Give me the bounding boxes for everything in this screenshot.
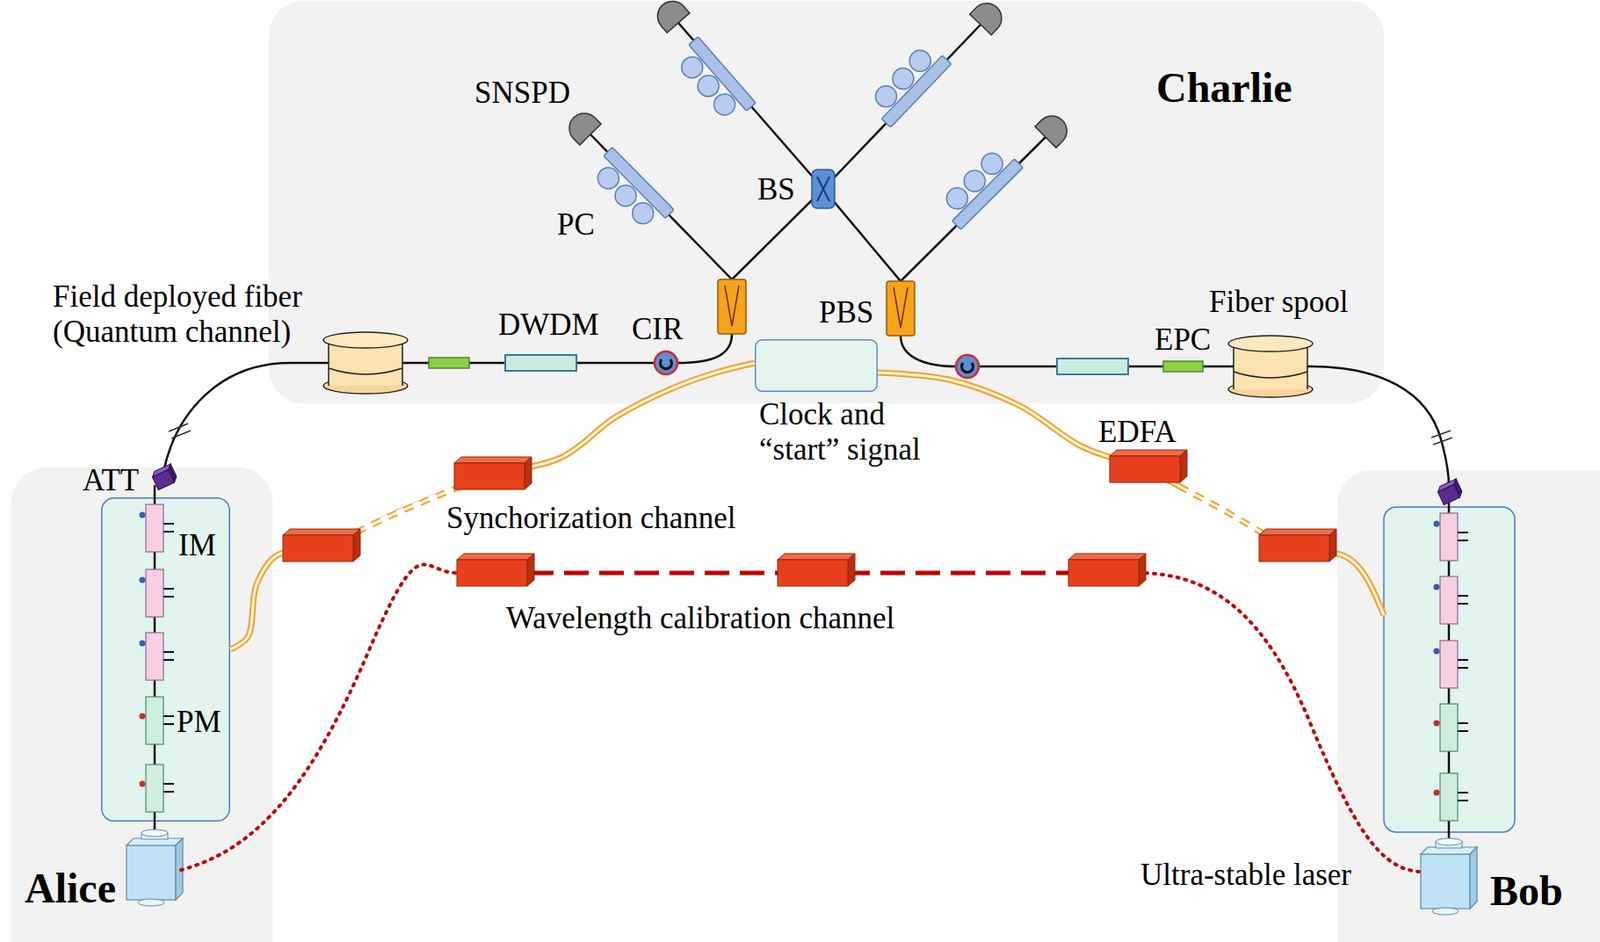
alice-panel-outline xyxy=(11,467,274,942)
break-mark xyxy=(1431,430,1453,445)
circulator-symbol xyxy=(955,354,979,378)
alice-panel: Alice IM PM xyxy=(10,466,274,942)
component-label-holder: EPC xyxy=(1154,322,1211,358)
component-label-holder: CIR xyxy=(631,311,683,348)
modulator-label-holder: IM xyxy=(178,528,217,564)
component-label: EPC xyxy=(1154,322,1211,357)
component-label: DWDM xyxy=(498,307,600,342)
break-mark xyxy=(168,423,191,439)
charlie-panel-outline xyxy=(268,0,1385,405)
panel-title: Bob xyxy=(1490,866,1564,915)
edfa-box xyxy=(1109,449,1188,483)
clock-label-holder: Clock and “start” signal xyxy=(759,397,946,469)
edfa-box xyxy=(282,528,361,562)
intensity-modulator xyxy=(1433,640,1470,688)
channel-label: Synchorization channel xyxy=(446,500,736,536)
phase-modulator xyxy=(1433,773,1470,821)
panel-title-holder: Charlie xyxy=(1156,63,1293,112)
transmitter-module: IM PM xyxy=(101,497,231,822)
transmitter-module-outline xyxy=(101,498,231,822)
laser-symbol xyxy=(1420,838,1477,915)
circulator-symbol xyxy=(654,351,678,375)
edfa-box xyxy=(1259,528,1337,562)
intensity-modulator xyxy=(1433,576,1470,624)
component-label-holder: ATT xyxy=(82,463,139,499)
detector-label-holder: SNSPD xyxy=(474,75,571,111)
component-label-holder: PC xyxy=(557,207,595,243)
clock-box-outline xyxy=(755,340,878,392)
panel-title-holder: Bob xyxy=(1490,866,1564,915)
detector-label: SNSPD xyxy=(474,75,571,110)
transmitter-module xyxy=(1383,506,1515,833)
modulator-label: IM xyxy=(178,528,217,564)
channel-label-holder: Wavelength calibration channel xyxy=(506,600,895,637)
laser-symbol xyxy=(126,829,183,906)
component-label-holder: Fiber spool xyxy=(1209,284,1348,320)
pbs-symbol xyxy=(717,279,746,334)
channel-label: Wavelength calibration channel xyxy=(506,600,895,636)
beam-splitter xyxy=(817,176,830,202)
epc-controller xyxy=(1163,361,1203,372)
fiber-spool-symbol xyxy=(323,332,408,394)
channel-label: Field deployed fiber (Quantum channel) xyxy=(52,279,303,349)
fiber-spool-symbol xyxy=(1228,335,1313,398)
calibration-box xyxy=(777,553,855,587)
component-label: ATT xyxy=(82,463,139,498)
panel-title: Alice xyxy=(24,863,116,913)
panel-title-holder: Alice xyxy=(24,863,116,913)
component-label: Ultra-stable laser xyxy=(1140,857,1352,892)
beam-splitter xyxy=(811,169,835,209)
charlie-panel: CharlieClock and “start” signal xyxy=(267,0,1385,405)
dash-gap xyxy=(354,491,454,534)
component-label: PBS xyxy=(818,295,874,330)
component-label-holder: EDFA xyxy=(1098,414,1177,450)
component-label: CIR xyxy=(631,311,683,347)
bob-panel: Bob xyxy=(1336,469,1600,942)
calibration-box xyxy=(1068,553,1146,587)
epc-controller xyxy=(428,357,470,369)
component-label-holder: Ultra-stable laser xyxy=(1140,857,1352,893)
component-label-holder: BS xyxy=(757,172,796,208)
component-label: Fiber spool xyxy=(1209,284,1348,319)
edfa-box xyxy=(454,456,532,490)
phase-modulator xyxy=(1433,703,1470,752)
bob-panel-outline xyxy=(1337,470,1600,942)
modulator-label-holder: PM xyxy=(176,704,222,740)
intensity-modulator xyxy=(1433,513,1470,561)
component-label: PC xyxy=(557,207,595,242)
beam-splitter xyxy=(811,169,835,209)
channel-label-holder: Synchorization channel xyxy=(446,500,736,536)
clock-box-outline xyxy=(754,339,878,392)
panel-title: Charlie xyxy=(1156,63,1293,112)
charlie-panel-outline xyxy=(267,0,1385,405)
modulator-label: PM xyxy=(176,704,222,740)
component-label-holder: DWDM xyxy=(498,307,600,343)
component-label-holder: PBS xyxy=(818,295,874,331)
pbs-symbol xyxy=(886,281,915,336)
channel-label-holder: Field deployed fiber (Quantum channel) xyxy=(52,279,343,351)
dash-gap xyxy=(1187,491,1260,530)
calibration-box xyxy=(456,553,535,587)
component-label: BS xyxy=(757,172,796,207)
clock-box: Clock and “start” signal xyxy=(754,339,878,392)
clock-label: Clock and “start” signal xyxy=(759,397,946,469)
dwdm-filter xyxy=(1057,358,1129,375)
dwdm-filter xyxy=(505,354,577,371)
component-label: EDFA xyxy=(1098,414,1177,449)
